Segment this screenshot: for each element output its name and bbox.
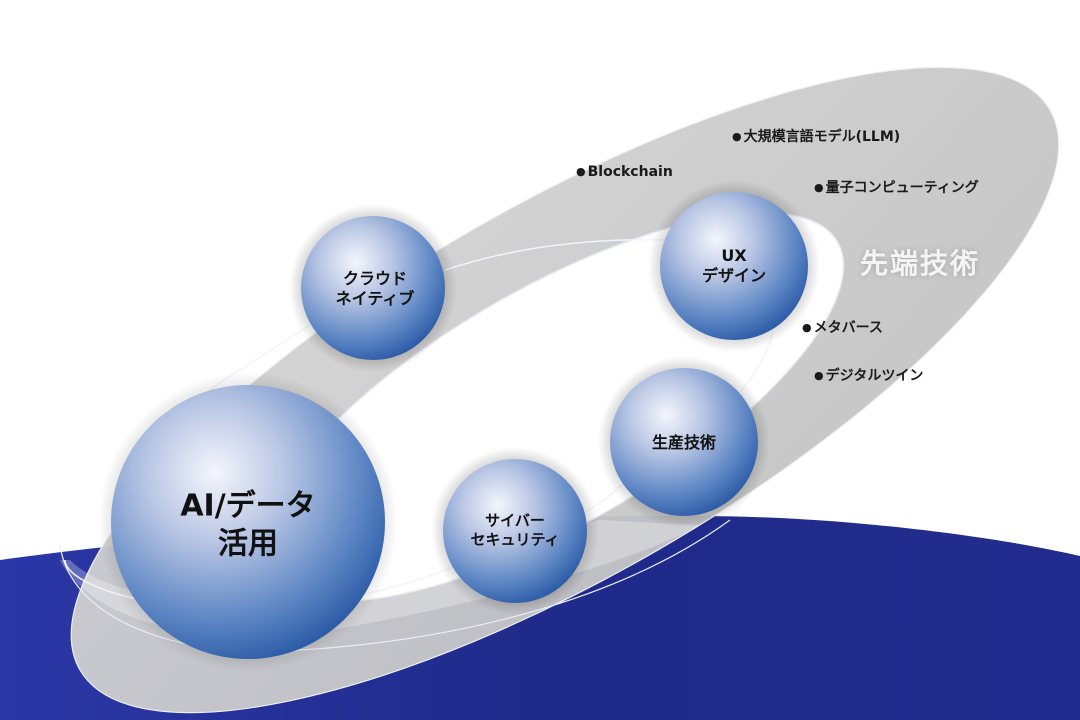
- sphere-cyber-security: [443, 459, 587, 603]
- sphere-label-cyber-security: サイバー セキュリティ: [470, 511, 560, 548]
- sphere-cloud-native: [301, 216, 445, 360]
- bullet-quantum-computing: ●量子コンピューティング: [814, 180, 979, 196]
- bullet-blockchain: ●Blockchain: [576, 164, 673, 180]
- sphere-label-ux-design: UX デザイン: [701, 246, 767, 285]
- bullet-metaverse: ●メタバース: [802, 320, 883, 336]
- bullet-dot-icon: ●: [802, 321, 812, 334]
- sphere-production-tech: [610, 368, 758, 516]
- region-title-advanced-tech: 先端技術: [860, 247, 981, 280]
- bullet-dot-icon: ●: [814, 181, 824, 194]
- bullet-dot-icon: ●: [732, 130, 742, 143]
- sphere-label-ai-data: AI/データ 活用: [180, 488, 316, 562]
- sphere-label-production-tech: 生産技術: [651, 433, 717, 452]
- bullet-dot-icon: ●: [814, 369, 824, 382]
- sphere-ai-data: [111, 385, 385, 659]
- bullet-dot-icon: ●: [576, 165, 586, 178]
- sphere-ux-design: [660, 192, 808, 340]
- bullet-digital-twin: ●デジタルツイン: [814, 368, 924, 384]
- sphere-label-cloud-native: クラウド ネイティブ: [335, 269, 415, 308]
- bullet-llm: ●大規模言語モデル(LLM): [732, 129, 901, 145]
